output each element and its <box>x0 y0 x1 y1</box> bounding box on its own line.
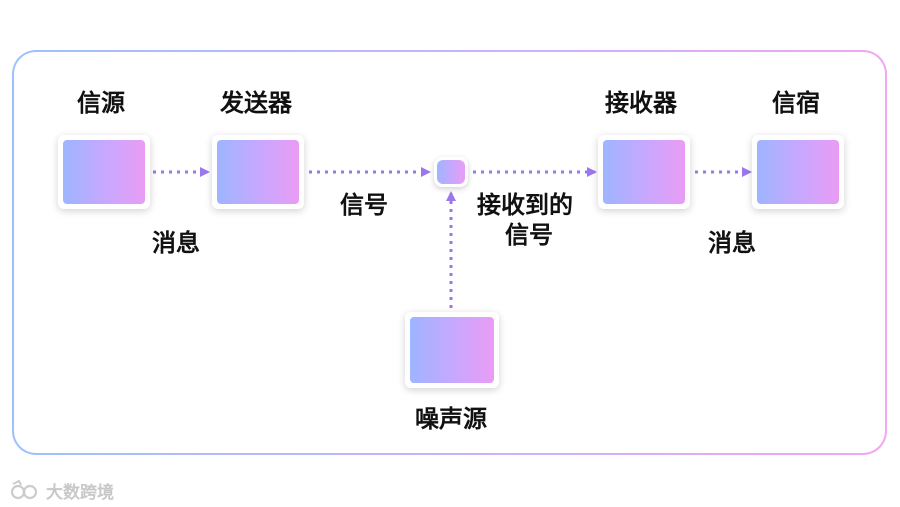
node-label-destination: 信宿 <box>772 89 820 117</box>
watermark-text: 大数跨境 <box>46 483 114 503</box>
watermark-logo-icon <box>10 479 38 499</box>
node-box-noise-source <box>405 312 499 388</box>
edge-label-message-left: 消息 <box>152 229 200 257</box>
edge-label-received-signal-line1: 接收到的 <box>477 191 573 219</box>
edge-label-received-signal-line2: 信号 <box>505 221 553 249</box>
node-box-receiver <box>598 135 690 209</box>
node-label-source: 信源 <box>77 89 125 117</box>
edge-label-signal: 信号 <box>340 191 388 219</box>
edge-label-message-right: 消息 <box>708 229 756 257</box>
node-label-transmitter: 发送器 <box>220 89 292 117</box>
node-box-source <box>58 135 150 209</box>
edge-label-received-signal: 接收到的 信号 <box>477 190 573 250</box>
channel-junction-node <box>434 157 468 187</box>
node-box-destination <box>752 135 844 209</box>
watermark: 大数跨境 <box>10 478 114 503</box>
node-box-transmitter <box>212 135 304 209</box>
node-label-receiver: 接收器 <box>605 89 677 117</box>
node-label-noise-source: 噪声源 <box>415 405 487 433</box>
